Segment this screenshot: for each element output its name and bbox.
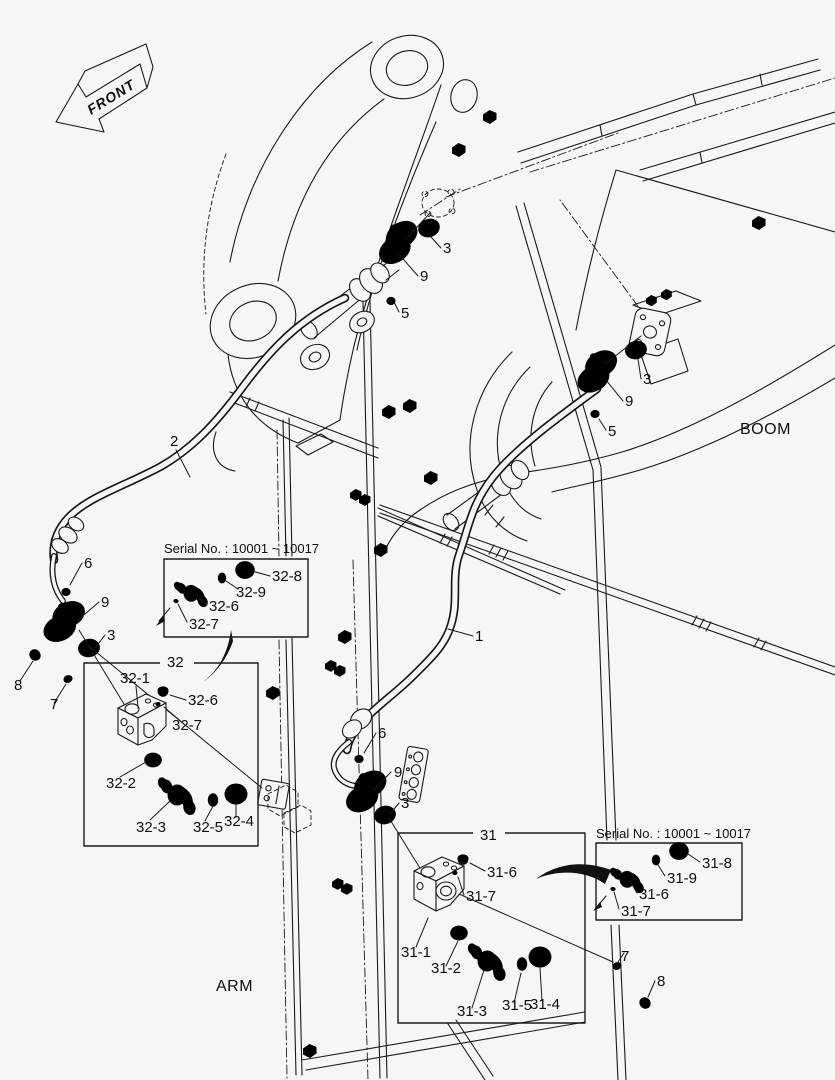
callout-center-clamp: 9 xyxy=(394,764,402,781)
group32-washer: 32-5 xyxy=(193,819,223,836)
boom-label: BOOM xyxy=(740,421,791,438)
callout-left-washer: 7 xyxy=(50,696,58,713)
serial31-nut: 31-8 xyxy=(702,855,732,872)
callout-br-washer: 7 xyxy=(621,948,629,965)
group32-block: 32-1 xyxy=(120,670,150,687)
serial-31-parts xyxy=(593,842,689,911)
cylinder-rod-top xyxy=(300,255,400,340)
valve-block-32-1 xyxy=(117,693,167,746)
callout-br-long-bolt: 8 xyxy=(657,973,665,990)
callout-left-bolt: 6 xyxy=(84,555,92,572)
boom-body xyxy=(385,58,835,549)
assembly-axes xyxy=(78,629,614,963)
serial-32-parts xyxy=(156,561,255,626)
group31-block: 31-1 xyxy=(401,944,431,961)
serial-31-box xyxy=(536,842,743,921)
callout-hose2: 2 xyxy=(170,433,178,450)
serial32-note: Serial No. : 10001 ~ 10017 xyxy=(164,541,319,556)
serial31-note: Serial No. : 10001 ~ 10017 xyxy=(596,826,751,841)
callout-center-oring: 3 xyxy=(401,795,409,812)
callout-right-clamp: 9 xyxy=(625,393,633,410)
bolt-washer-bottom-right xyxy=(610,960,653,1018)
callout-top-bolt: 5 xyxy=(401,305,409,322)
serial31-pin: 31-7 xyxy=(621,903,651,920)
serial31-washer: 31-9 xyxy=(667,870,697,887)
group-32-parts xyxy=(117,686,248,818)
serial31-elbow: 31-6 xyxy=(639,886,669,903)
boom-foot-plate xyxy=(203,34,478,472)
group32-elbow: 32-3 xyxy=(136,819,166,836)
group31-washer: 31-5 xyxy=(502,997,532,1014)
callout-center-bolt: 6 xyxy=(378,725,386,742)
valve-block-31-1 xyxy=(413,856,465,912)
group32-pin: 32-7 xyxy=(172,717,202,734)
group32-label: 32 xyxy=(167,654,184,671)
group-32-box xyxy=(83,655,259,847)
group31-pin: 31-7 xyxy=(466,888,496,905)
callout-hose1: 1 xyxy=(475,628,483,645)
group-31-box xyxy=(397,826,586,1024)
callout-top-oring: 3 xyxy=(443,240,451,257)
serial32-elbow: 32-6 xyxy=(209,598,239,615)
clamp-assembly-center xyxy=(336,747,399,827)
hose-2 xyxy=(49,293,350,604)
group-31-parts xyxy=(413,854,552,984)
callout-left-clamp: 9 xyxy=(101,594,109,611)
group32-nut: 32-4 xyxy=(224,813,254,830)
clamp-assembly-top xyxy=(368,212,443,306)
callout-right-bolt: 5 xyxy=(608,423,616,440)
serial32-nut: 32-8 xyxy=(272,568,302,585)
serial32-washer: 32-9 xyxy=(236,584,266,601)
group31-plug: 31-6 xyxy=(487,864,517,881)
hose-1 xyxy=(330,384,602,789)
mounting-cubes xyxy=(257,110,766,1058)
clamp-assembly-right xyxy=(567,335,650,419)
group31-label: 31 xyxy=(480,827,497,844)
serial32-pin: 32-7 xyxy=(189,616,219,633)
leader-lines xyxy=(19,236,701,1009)
hidden-port xyxy=(419,132,619,218)
group32-plug: 32-6 xyxy=(188,692,218,709)
callout-left-long-bolt: 8 xyxy=(14,677,22,694)
arm-label: ARM xyxy=(216,978,253,995)
clamp-assembly-left xyxy=(26,580,102,686)
callout-right-oring: 3 xyxy=(643,371,651,388)
cylinder-rod-right xyxy=(442,459,530,532)
front-arrow xyxy=(55,43,154,133)
callout-left-oring: 3 xyxy=(107,627,115,644)
arm-structure xyxy=(229,202,835,1080)
group31-nut: 31-4 xyxy=(530,996,560,1013)
group32-oring: 32-2 xyxy=(106,775,136,792)
group31-oring: 31-2 xyxy=(431,960,461,977)
serial-32-box xyxy=(163,558,309,682)
callout-top-clamp: 9 xyxy=(420,268,428,285)
group31-elbow: 31-3 xyxy=(457,1003,487,1020)
